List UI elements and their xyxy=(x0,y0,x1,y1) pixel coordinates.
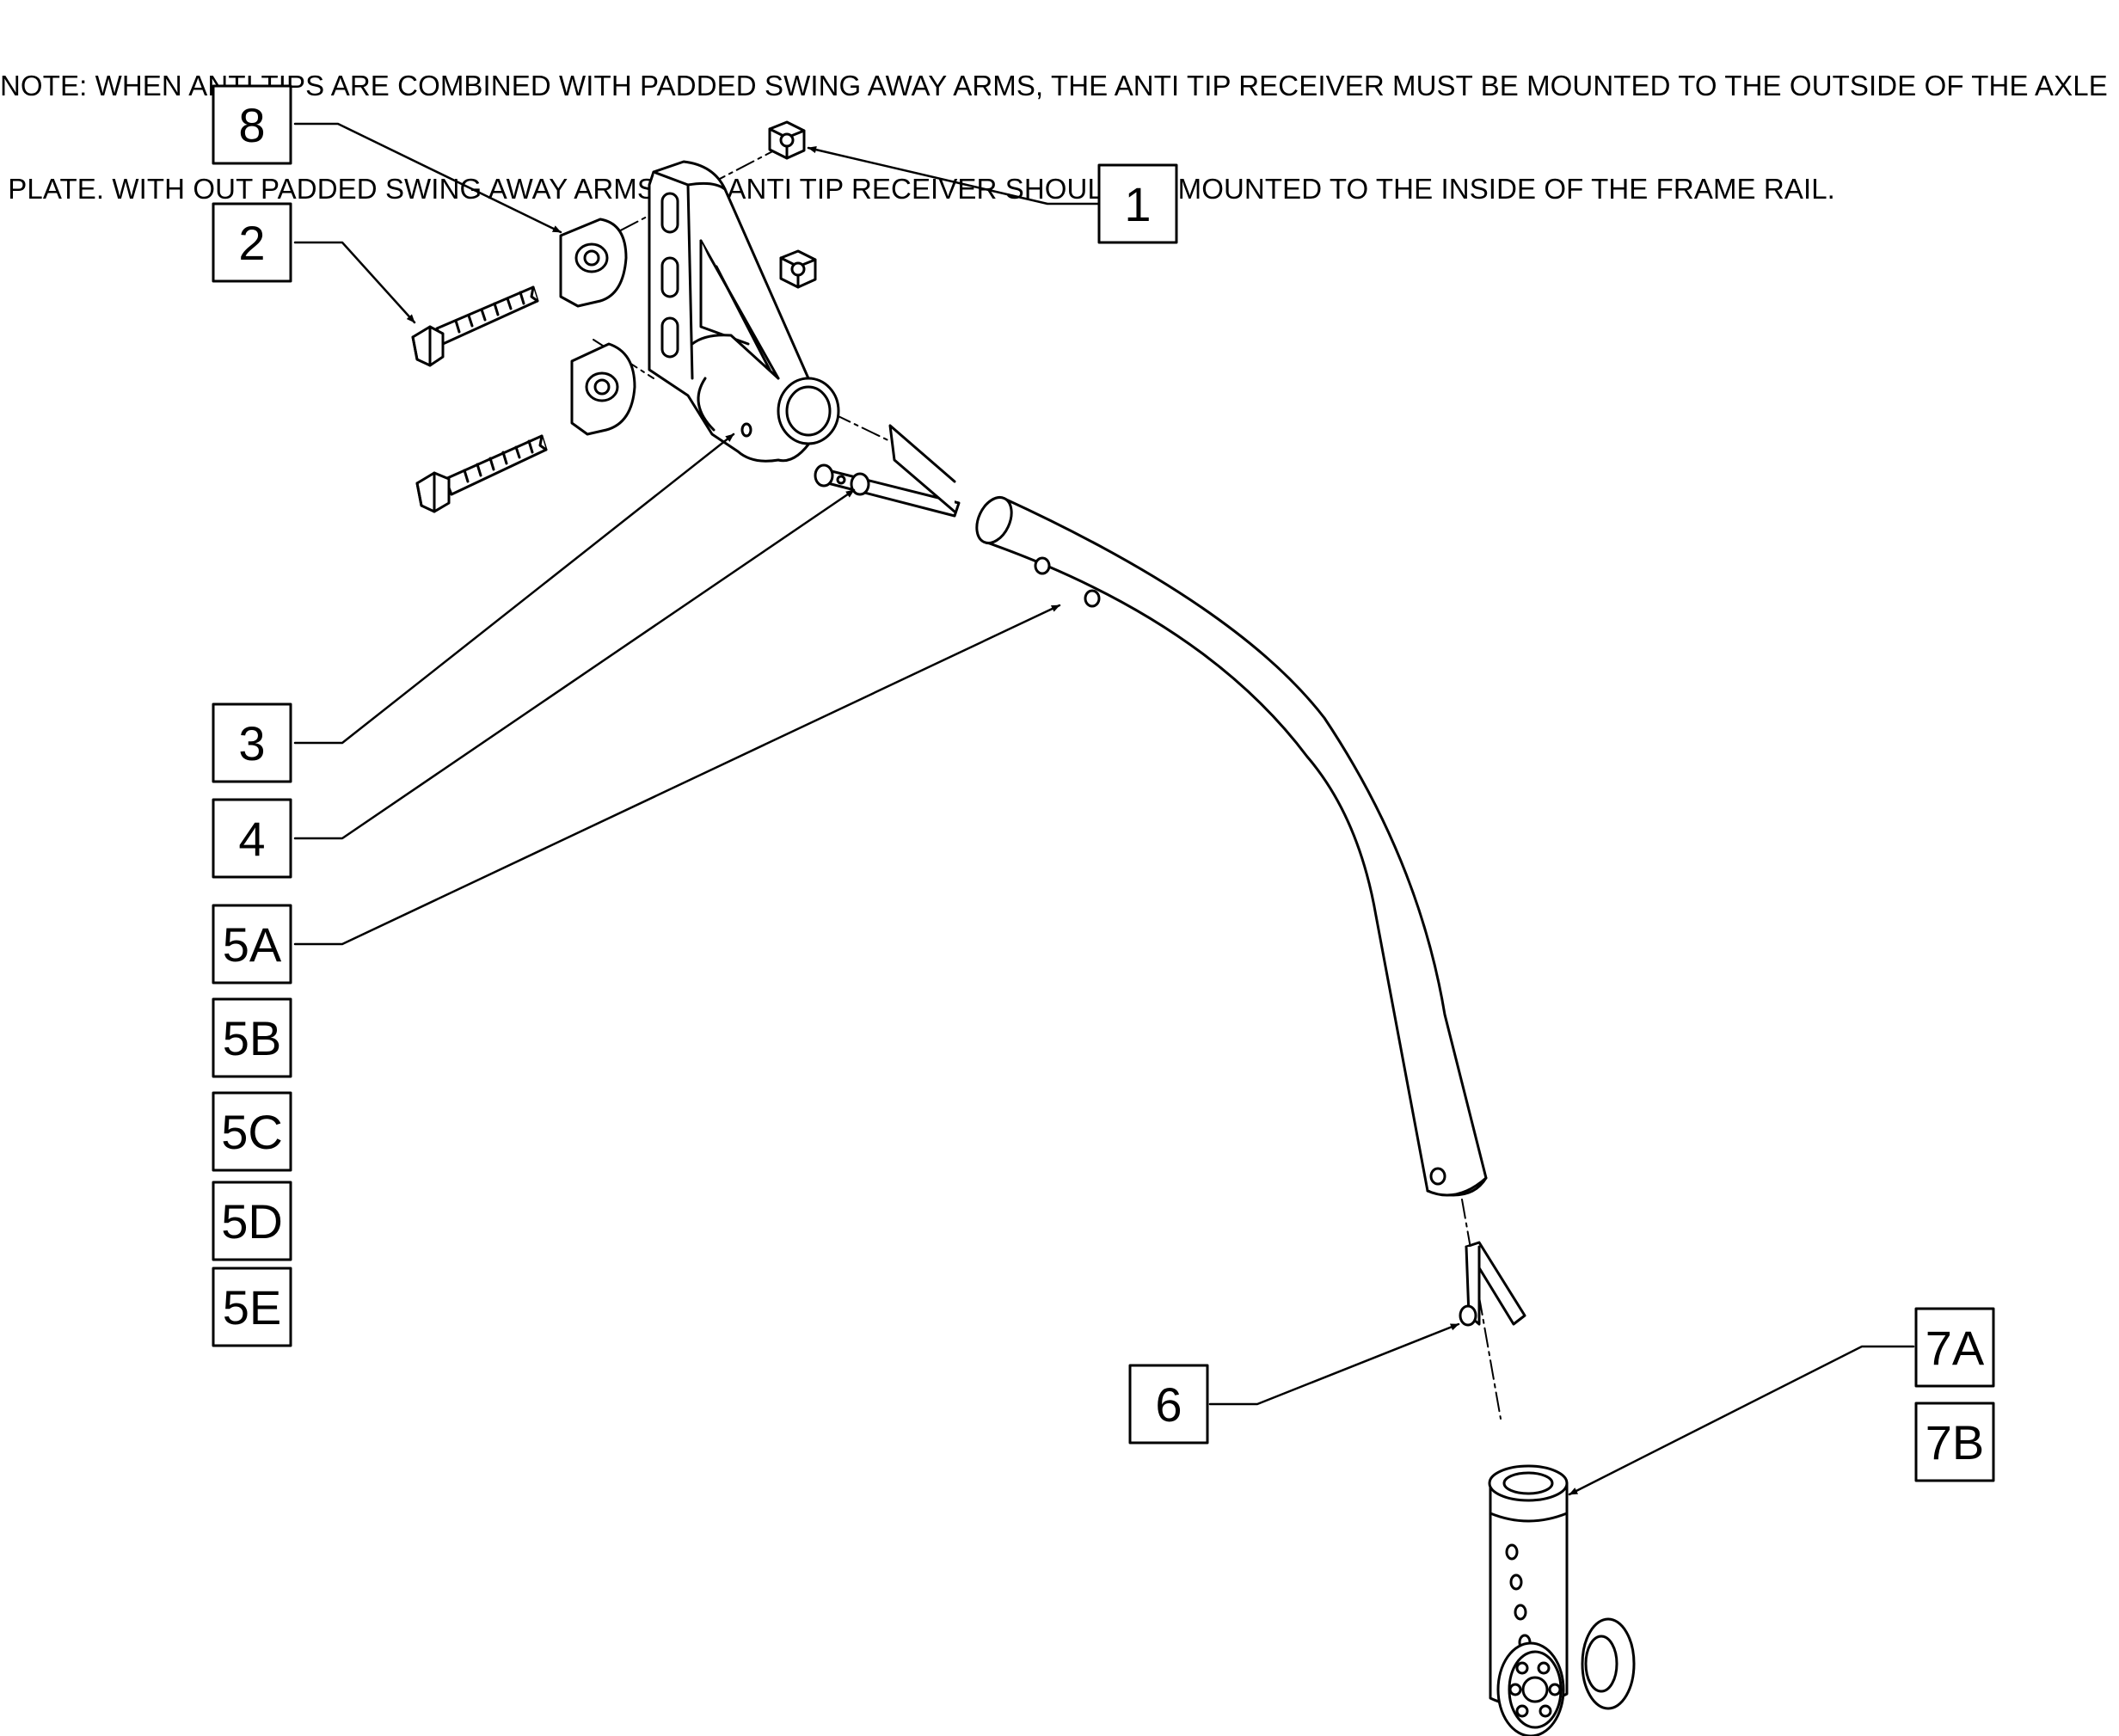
leader-8 xyxy=(293,122,562,234)
callout-6-label: 6 xyxy=(1155,1377,1182,1432)
spacer-part-8 xyxy=(559,218,628,308)
callout-7a-label: 7A xyxy=(1926,1321,1985,1375)
spacer-part-8-second xyxy=(570,342,636,436)
assembly-note: NOTE: WHEN ANTI TIPS ARE COMBINED WITH P… xyxy=(0,0,2119,241)
callout-5c: 5C xyxy=(212,1091,292,1172)
callout-5a: 5A xyxy=(212,904,292,985)
callout-2-label: 2 xyxy=(238,216,265,270)
callout-1: 1 xyxy=(1097,163,1178,244)
callout-5d: 5D xyxy=(212,1181,292,1261)
anti-tip-tube-part-5a xyxy=(975,496,1488,1197)
callout-7a: 7A xyxy=(1914,1307,1995,1388)
receiver-bracket-part-3 xyxy=(648,160,840,463)
callout-5b-label: 5B xyxy=(223,1011,282,1065)
callout-4: 4 xyxy=(212,798,292,879)
leader-5a xyxy=(293,604,1061,946)
leader-6 xyxy=(1208,1322,1460,1406)
bolt-part-2 xyxy=(411,285,539,367)
leader-2 xyxy=(293,241,416,324)
leader-lines xyxy=(293,122,1915,1496)
nut-part-1-second xyxy=(779,249,817,289)
lock-pin-part-6 xyxy=(1459,1241,1526,1327)
bolt-part-2-second xyxy=(415,434,548,513)
callout-5a-label: 5A xyxy=(223,917,282,972)
callout-8-label: 8 xyxy=(238,98,265,152)
callout-8: 8 xyxy=(212,84,292,165)
callout-1-label: 1 xyxy=(1124,177,1151,231)
callout-5d-label: 5D xyxy=(221,1194,283,1248)
callout-5b: 5B xyxy=(212,997,292,1078)
leader-4 xyxy=(293,488,856,840)
callout-3-label: 3 xyxy=(238,716,265,770)
nut-part-1 xyxy=(768,120,806,160)
caster-assembly-part-7a xyxy=(1488,1464,1636,1736)
callout-3: 3 xyxy=(212,702,292,783)
callout-4-label: 4 xyxy=(238,812,265,866)
leader-7a xyxy=(1568,1345,1915,1496)
callout-5e: 5E xyxy=(212,1267,292,1347)
callout-5c-label: 5C xyxy=(221,1105,283,1159)
leader-1 xyxy=(807,146,1101,205)
callout-7b: 7B xyxy=(1914,1402,1995,1482)
callout-2: 2 xyxy=(212,202,292,283)
lock-pin-part-4 xyxy=(814,424,961,518)
leader-3 xyxy=(293,432,735,745)
callout-6: 6 xyxy=(1128,1364,1209,1445)
note-line-1: NOTE: WHEN ANTI TIPS ARE COMBINED WITH P… xyxy=(0,70,2108,101)
callout-5e-label: 5E xyxy=(223,1280,282,1334)
callout-7b-label: 7B xyxy=(1926,1415,1985,1469)
